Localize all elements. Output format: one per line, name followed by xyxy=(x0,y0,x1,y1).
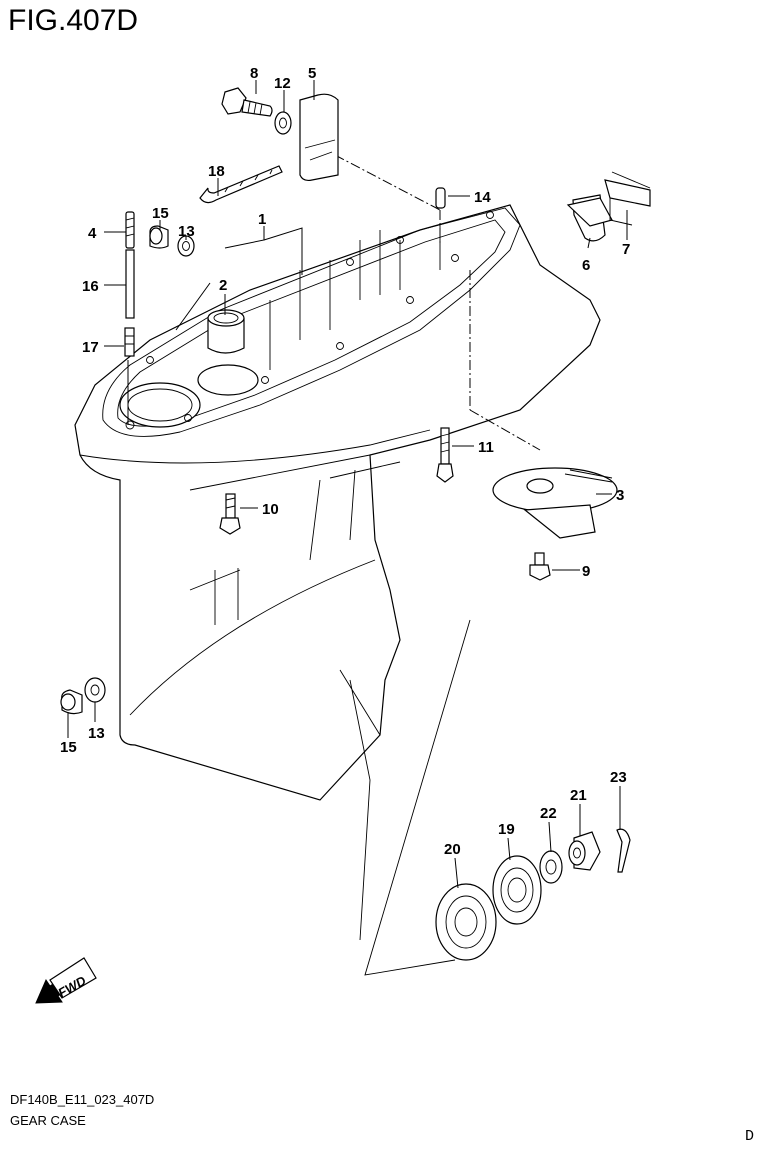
callout-18: 18 xyxy=(208,163,225,180)
callout-5: 5 xyxy=(308,65,316,82)
callout-13-upper: 13 xyxy=(178,223,195,240)
figure-name: GEAR CASE xyxy=(10,1113,86,1128)
callout-23: 23 xyxy=(610,769,627,786)
part-9-nut xyxy=(529,552,551,581)
part-15-13-lower xyxy=(60,677,106,715)
callout-7: 7 xyxy=(622,241,630,258)
part-15-13-upper xyxy=(149,225,195,257)
part-11-bolt xyxy=(436,427,454,483)
callout-17: 17 xyxy=(82,339,99,356)
part-12-washer xyxy=(274,111,292,135)
callout-15-lower: 15 xyxy=(60,739,77,756)
part-4-16-17-stud xyxy=(124,211,135,357)
callout-11: 11 xyxy=(478,439,494,456)
gear-case-housing xyxy=(74,204,601,976)
callout-15-upper: 15 xyxy=(152,205,169,222)
leader-lines xyxy=(67,80,628,889)
part-21-nut xyxy=(568,831,601,871)
part-6-7-anode xyxy=(566,171,651,242)
callout-22: 22 xyxy=(540,805,557,822)
callout-4: 4 xyxy=(88,225,97,242)
callout-14: 14 xyxy=(474,189,491,206)
callout-8: 8 xyxy=(250,65,258,82)
callout-13-lower: 13 xyxy=(88,725,105,742)
callout-3: 3 xyxy=(616,487,624,504)
part-18-strap xyxy=(199,165,283,204)
callout-6: 6 xyxy=(582,257,590,274)
callout-19: 19 xyxy=(498,821,515,838)
part-23-cotter-pin xyxy=(616,828,631,873)
part-10-bolt xyxy=(219,493,241,535)
figure-title: FIG.407D xyxy=(8,4,139,37)
part-5-cover xyxy=(299,93,339,182)
callout-10: 10 xyxy=(262,501,279,518)
corner-mark: D xyxy=(744,1128,754,1145)
callout-labels: 1 2 3 4 5 6 7 8 9 10 11 12 13 13 14 15 1… xyxy=(60,65,630,858)
callout-16: 16 xyxy=(82,278,99,295)
part-3-trim-tab xyxy=(492,467,618,539)
callout-21: 21 xyxy=(570,787,587,804)
callout-12: 12 xyxy=(274,75,291,92)
part-8-bolt xyxy=(221,87,273,117)
part-14-pin xyxy=(435,187,446,209)
part-22-washer xyxy=(539,850,563,884)
callout-2: 2 xyxy=(219,277,227,294)
part-20-thrust-plate xyxy=(435,883,497,961)
part-19-spacer xyxy=(492,855,542,925)
callout-20: 20 xyxy=(444,841,461,858)
callout-1: 1 xyxy=(258,211,266,228)
figure-code: DF140B_E11_023_407D xyxy=(10,1092,155,1107)
fwd-arrow-icon: FWD xyxy=(35,957,97,1004)
callout-9: 9 xyxy=(582,563,590,580)
